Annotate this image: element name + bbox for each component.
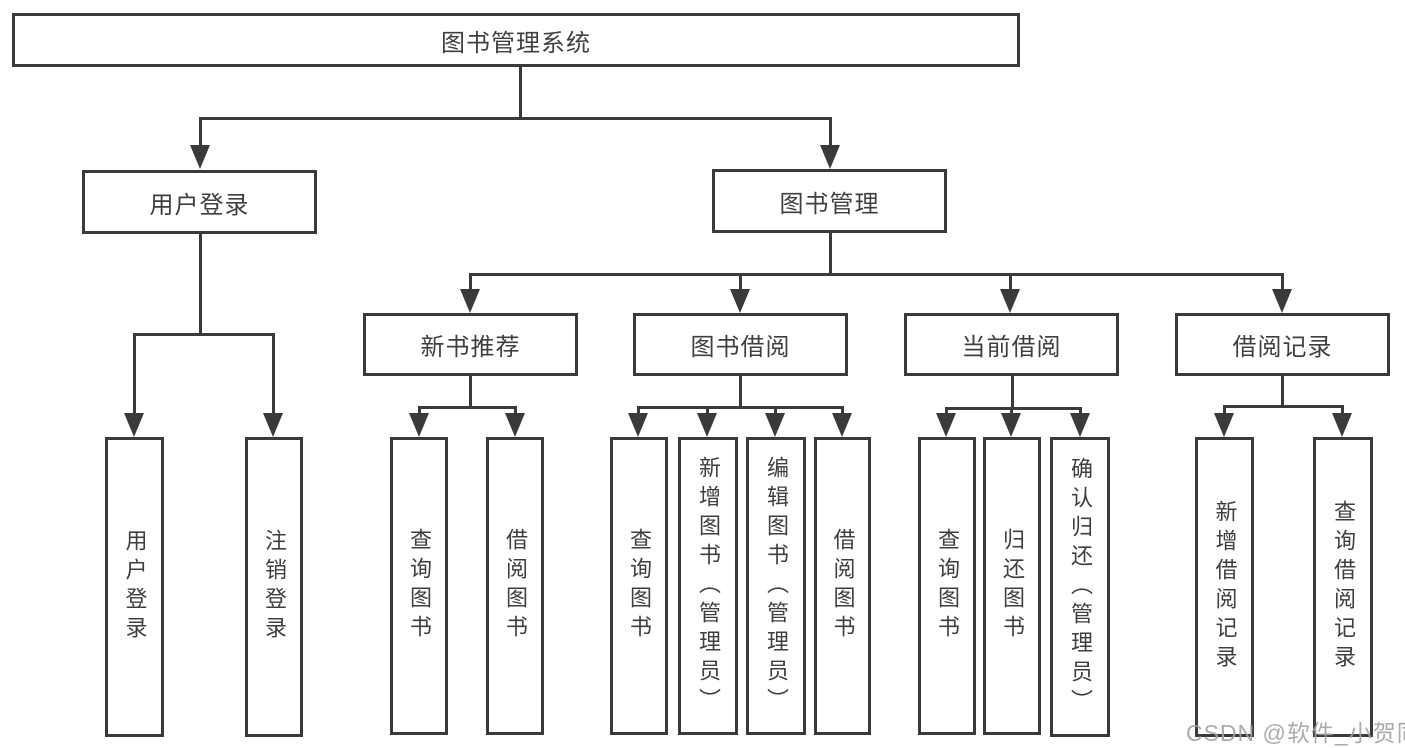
connector-vline xyxy=(774,406,777,416)
connector-vline xyxy=(418,406,421,416)
arrowhead xyxy=(460,289,480,313)
leaf-add-books-admin: 新增图书（管理员） xyxy=(678,437,738,735)
leaf-query-borrow-record: 查询借阅记录 xyxy=(1313,437,1373,737)
node-library-system: 图书管理系统 xyxy=(12,13,1020,67)
arrowhead xyxy=(628,413,648,437)
connector-vline xyxy=(739,273,742,293)
connector-vline xyxy=(637,406,640,416)
connector-vline xyxy=(1009,273,1012,293)
connector-vline xyxy=(1079,407,1082,415)
leaf-query-books-3: 查询图书 xyxy=(918,437,976,735)
leaf-logout-login-label: 注销登录 xyxy=(262,529,287,645)
leaf-edit-books-admin: 编辑图书（管理员） xyxy=(746,437,806,735)
leaf-query-books-2-label: 查询图书 xyxy=(627,528,652,644)
node-current-borrowing: 当前借阅 xyxy=(904,313,1119,376)
connector-vline xyxy=(133,333,136,418)
leaf-user-login: 用户登录 xyxy=(105,437,164,737)
connector-hline xyxy=(133,333,275,336)
arrowhead xyxy=(1272,289,1292,313)
leaf-user-login-label: 用户登录 xyxy=(122,529,148,645)
arrowhead xyxy=(765,413,785,437)
leaf-confirm-return-admin-label: 确认归还（管理员） xyxy=(1068,456,1093,718)
connector-vline xyxy=(706,406,709,416)
connector-vline xyxy=(1341,405,1344,417)
arrowhead xyxy=(697,413,717,437)
connector-hline xyxy=(469,273,1284,276)
leaf-borrow-books-1-label: 借阅图书 xyxy=(503,528,528,644)
arrowhead xyxy=(832,413,852,437)
leaf-add-borrow-record-label: 新增借阅记录 xyxy=(1212,500,1238,674)
leaf-borrow-books-1: 借阅图书 xyxy=(486,437,544,735)
connector-vline xyxy=(739,375,742,408)
connector-vline xyxy=(1223,405,1226,417)
arrowhead xyxy=(1214,413,1234,437)
connector-hline xyxy=(418,406,517,409)
arrowhead xyxy=(124,413,144,437)
node-user-login: 用户登录 xyxy=(82,170,317,234)
arrowhead xyxy=(409,413,429,437)
connector-vline xyxy=(469,273,472,293)
connector-vline xyxy=(945,407,948,415)
connector-hline xyxy=(637,406,844,409)
arrowhead xyxy=(1000,289,1020,313)
leaf-query-books-2: 查询图书 xyxy=(610,437,668,735)
leaf-return-books: 归还图书 xyxy=(983,437,1041,735)
node-borrowing-records: 借阅记录 xyxy=(1175,313,1390,376)
leaf-query-books-1: 查询图书 xyxy=(390,437,448,735)
arrowhead xyxy=(1332,413,1352,437)
connector-vline xyxy=(1281,375,1284,407)
node-book-borrowing: 图书借阅 xyxy=(633,313,848,376)
connector-vline xyxy=(841,406,844,416)
connector-vline xyxy=(469,375,472,408)
leaf-edit-books-admin-label: 编辑图书（管理员） xyxy=(764,455,789,717)
connector-vline xyxy=(199,234,202,335)
connector-vline xyxy=(514,406,517,416)
arrowhead xyxy=(505,413,525,437)
arrowhead xyxy=(1070,413,1090,437)
node-new-book-recommendation: 新书推荐 xyxy=(363,313,578,376)
arrowhead xyxy=(190,145,210,169)
leaf-borrow-books-2: 借阅图书 xyxy=(814,437,871,735)
arrowhead xyxy=(936,413,956,437)
watermark: CSDN @软件_小贺同学 xyxy=(1186,720,1405,746)
connector-vline xyxy=(829,232,832,275)
connector-vline xyxy=(1010,407,1013,415)
connector-vline xyxy=(272,333,275,418)
leaf-confirm-return-admin: 确认归还（管理员） xyxy=(1050,437,1110,737)
node-book-management: 图书管理 xyxy=(712,169,947,233)
connector-hline xyxy=(199,117,832,120)
arrowhead xyxy=(1001,413,1021,437)
arrowhead xyxy=(263,413,283,437)
leaf-query-books-3-label: 查询图书 xyxy=(935,528,960,644)
leaf-return-books-label: 归还图书 xyxy=(1000,528,1025,644)
leaf-add-borrow-record: 新增借阅记录 xyxy=(1195,437,1254,737)
connector-vline xyxy=(829,117,832,150)
connector-vline xyxy=(1011,375,1014,409)
leaf-logout-login: 注销登录 xyxy=(245,437,303,737)
arrowhead xyxy=(820,145,840,169)
connector-vline xyxy=(199,117,202,150)
connector-hline xyxy=(945,407,1082,410)
arrowhead xyxy=(730,289,750,313)
leaf-query-borrow-record-label: 查询借阅记录 xyxy=(1331,500,1356,674)
connector-vline xyxy=(1281,273,1284,293)
leaf-add-books-admin-label: 新增图书（管理员） xyxy=(696,455,721,717)
connector-hline xyxy=(1223,405,1344,408)
connector-vline xyxy=(519,66,522,119)
leaf-borrow-books-2-label: 借阅图书 xyxy=(830,528,856,644)
leaf-query-books-1-label: 查询图书 xyxy=(407,528,432,644)
